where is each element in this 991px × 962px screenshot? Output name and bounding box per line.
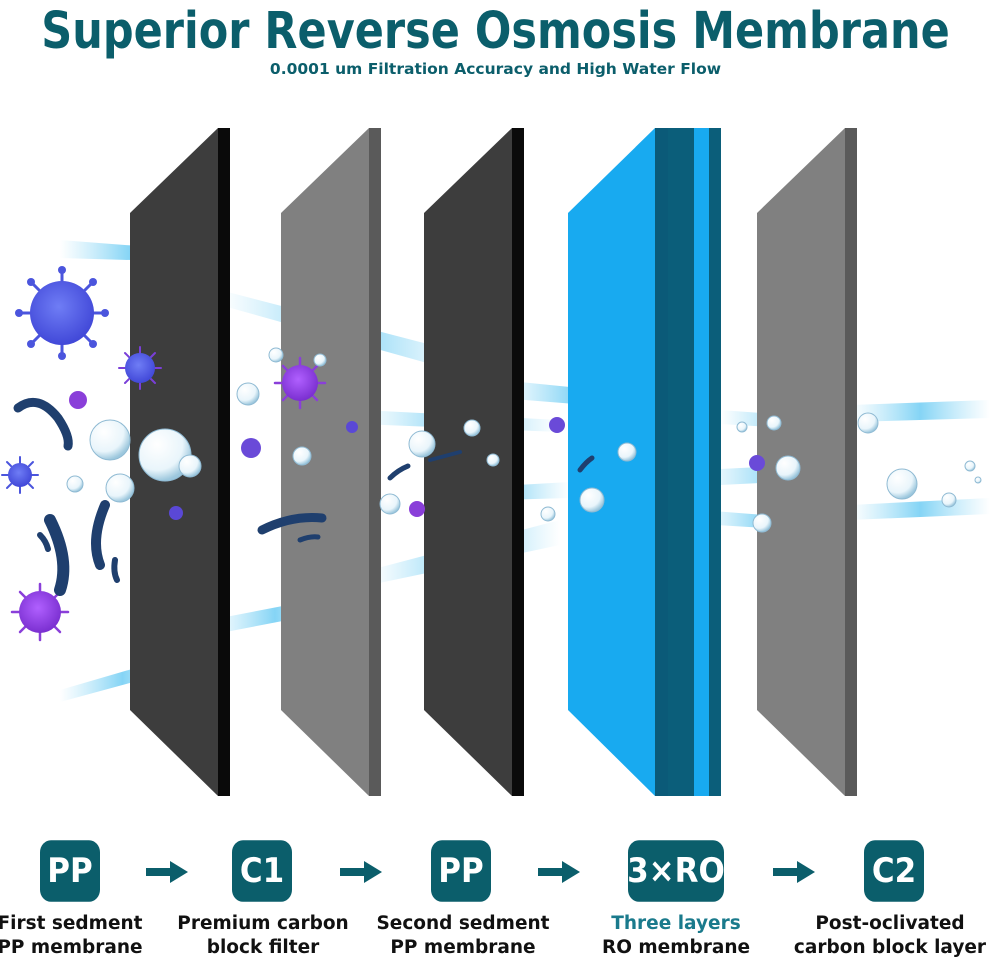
arrow-right-icon xyxy=(146,861,188,883)
stage-badge-3xro: 3×RO xyxy=(627,840,725,902)
gray-panel-icon xyxy=(757,128,857,796)
stage-caption-pp-second: Second sedment PP membrane xyxy=(363,912,563,960)
stage-caption-pp-first: First sedment PP membrane xyxy=(0,912,170,960)
caption-line-1: Post-oclivated xyxy=(815,913,965,934)
caption-line-1: Premium carbon xyxy=(177,913,349,934)
virus-icon xyxy=(69,391,765,520)
caption-line-1: Three layers xyxy=(611,913,741,934)
stage-caption-c2: Post-oclivated carbon block layer xyxy=(792,912,988,960)
virus-icon xyxy=(1,456,39,494)
caption-line-2: carbon block layer xyxy=(793,937,987,958)
gray-panel-icon xyxy=(281,128,381,796)
virus-icon xyxy=(273,356,327,410)
caption-line-1: Second sedment xyxy=(376,913,550,934)
page-subtitle: 0.0001 um Filtration Accuracy and High W… xyxy=(269,60,722,78)
bacteria-icon xyxy=(13,397,595,596)
stage-badge-c2: C2 xyxy=(864,840,924,902)
arrow-right-icon xyxy=(773,861,815,883)
filtration-illustration xyxy=(1,128,990,796)
water-bubble-icon xyxy=(66,347,982,533)
page-title: Superior Reverse Osmosis Membrane xyxy=(41,2,950,61)
arrow-right-icon xyxy=(538,861,580,883)
caption-line-2: RO membrane xyxy=(601,937,751,958)
virus-icon xyxy=(15,266,109,360)
stage-badge-c1: C1 xyxy=(232,840,292,902)
dark-panel-icon xyxy=(424,128,524,796)
stage-caption-c1: Premium carbon block filter xyxy=(163,912,363,960)
ro-membrane-icon xyxy=(568,128,721,796)
caption-line-1: First sedment xyxy=(0,913,143,934)
caption-line-2: PP membrane xyxy=(390,937,536,958)
stage-badge-pp-first: PP xyxy=(40,840,100,902)
caption-line-2: block filter xyxy=(206,937,320,958)
stage-row: PP C1 PP 3×RO C2 xyxy=(0,840,991,902)
stage-caption-3xro: Three layers RO membrane xyxy=(576,912,776,960)
arrow-right-icon xyxy=(340,861,382,883)
stage-badge-pp-second: PP xyxy=(431,840,491,902)
caption-line-2: PP membrane xyxy=(0,937,143,958)
virus-icon xyxy=(118,346,162,390)
